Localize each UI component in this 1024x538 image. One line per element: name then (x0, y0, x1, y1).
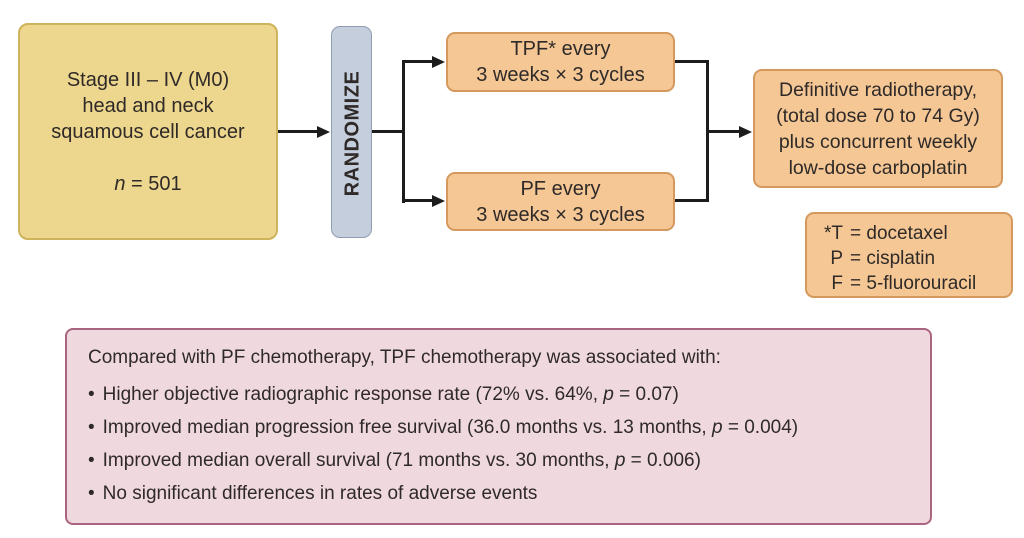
legend-key: *T (824, 223, 843, 244)
branch-stem-line (372, 130, 405, 133)
radiotherapy-line: low-dose carboplatin (788, 156, 968, 179)
drug-legend-box: *T = docetaxel P = cisplatin F = 5-fluor… (805, 212, 1013, 298)
arrow-population-to-randomize-line (278, 130, 319, 133)
arrow-to-radiotherapy-head (739, 126, 752, 138)
legend-key: F (831, 273, 843, 294)
p-value-symbol: p (603, 384, 614, 405)
sample-size: n = 501 (114, 171, 181, 197)
population-line: squamous cell cancer (51, 120, 245, 143)
merge-bottom-line (675, 199, 708, 202)
result-bullet: • Improved median progression free survi… (88, 411, 910, 444)
population-description: Stage III – IV (M0) head and neck squamous… (51, 67, 244, 145)
tpf-arm-line: 3 weeks × 3 cycles (476, 64, 645, 86)
drug-legend-entries: *T = docetaxel P = cisplatin F = 5-fluor… (818, 221, 1011, 296)
bullet-text-post: = 0.006) (625, 450, 701, 471)
radiotherapy-line: (total dose 70 to 74 Gy) (776, 104, 980, 127)
radiotherapy-line: plus concurrent weekly (778, 130, 978, 153)
bullet-marker-icon: • (88, 384, 95, 405)
randomize-label: RANDOMIZE (341, 70, 363, 196)
pf-arm-box: PF every 3 weeks × 3 cycles (446, 172, 675, 231)
legend-entry: F = 5-fluorouracil (818, 271, 1011, 296)
arrow-to-radiotherapy-line (706, 130, 742, 133)
population-line: Stage III – IV (M0) (66, 68, 230, 91)
bullet-text-post: = 0.07) (613, 384, 679, 405)
pf-arm-line: 3 weeks × 3 cycles (476, 203, 645, 226)
results-header: Compared with PF chemotherapy, TPF chemo… (88, 347, 721, 368)
population-box: Stage III – IV (M0) head and neck squamous… (18, 23, 278, 240)
bullet-marker-icon: • (88, 483, 95, 504)
merge-top-line (675, 60, 708, 63)
bullet-text-pre: No significant differences in rates of a… (102, 483, 538, 504)
branch-vertical-line (402, 60, 405, 203)
radiotherapy-line: Definitive radiotherapy, (779, 78, 977, 101)
radiotherapy-box: Definitive radiotherapy, (total dose 70 t… (753, 69, 1003, 188)
result-bullet: • No significant differences in rates of… (88, 477, 910, 510)
n-symbol: n (114, 172, 126, 195)
legend-value: = 5-fluorouracil (850, 273, 977, 294)
arrow-to-top-arm-line (402, 60, 434, 63)
n-value: = 501 (125, 172, 182, 195)
p-value-symbol: p (712, 417, 723, 438)
results-bullets: • Higher objective radiographic response… (88, 378, 910, 510)
bullet-marker-icon: • (88, 450, 95, 471)
bullet-text-post: = 0.004) (722, 417, 799, 438)
population-line: head and neck (82, 94, 214, 117)
result-bullet: • Higher objective radiographic response… (88, 378, 910, 411)
randomize-box: RANDOMIZE (331, 26, 372, 238)
results-box: Compared with PF chemotherapy, TPF chemo… (65, 328, 932, 525)
pf-arm-line: PF every (520, 177, 601, 200)
bullet-text: Higher objective radiographic response r… (103, 378, 679, 411)
result-bullet: • Improved median overall survival (71 m… (88, 444, 910, 477)
bullet-text-pre: Improved median overall survival (71 mon… (102, 450, 615, 471)
tpf-arm-line: TPF* every (510, 38, 611, 60)
bullet-text: Improved median progression free surviva… (103, 411, 798, 444)
bullet-marker-icon: • (88, 417, 95, 438)
radiotherapy-text: Definitive radiotherapy, (total dose 70 t… (776, 77, 980, 181)
legend-entry: P = cisplatin (818, 246, 1011, 271)
tpf-arm-text: TPF* every 3 weeks × 3 cycles (476, 36, 644, 88)
bullet-text-pre: Higher objective radiographic response r… (102, 384, 604, 405)
legend-value: = docetaxel (850, 223, 948, 244)
bullet-text-pre: Improved median progression free surviva… (102, 417, 712, 438)
legend-entry: *T = docetaxel (818, 221, 1011, 246)
arrow-to-top-arm-head (432, 56, 445, 68)
tpf-arm-box: TPF* every 3 weeks × 3 cycles (446, 32, 675, 92)
legend-value: = cisplatin (850, 248, 936, 269)
legend-key: P (830, 248, 843, 269)
arrow-to-bottom-arm-line (402, 199, 434, 202)
arrow-to-bottom-arm-head (432, 195, 445, 207)
bullet-text: Improved median overall survival (71 mon… (103, 444, 701, 477)
pf-arm-text: PF every 3 weeks × 3 cycles (476, 176, 644, 228)
bullet-text: No significant differences in rates of a… (103, 477, 538, 510)
arrow-population-to-randomize-head (317, 126, 330, 138)
p-value-symbol: p (614, 450, 626, 471)
